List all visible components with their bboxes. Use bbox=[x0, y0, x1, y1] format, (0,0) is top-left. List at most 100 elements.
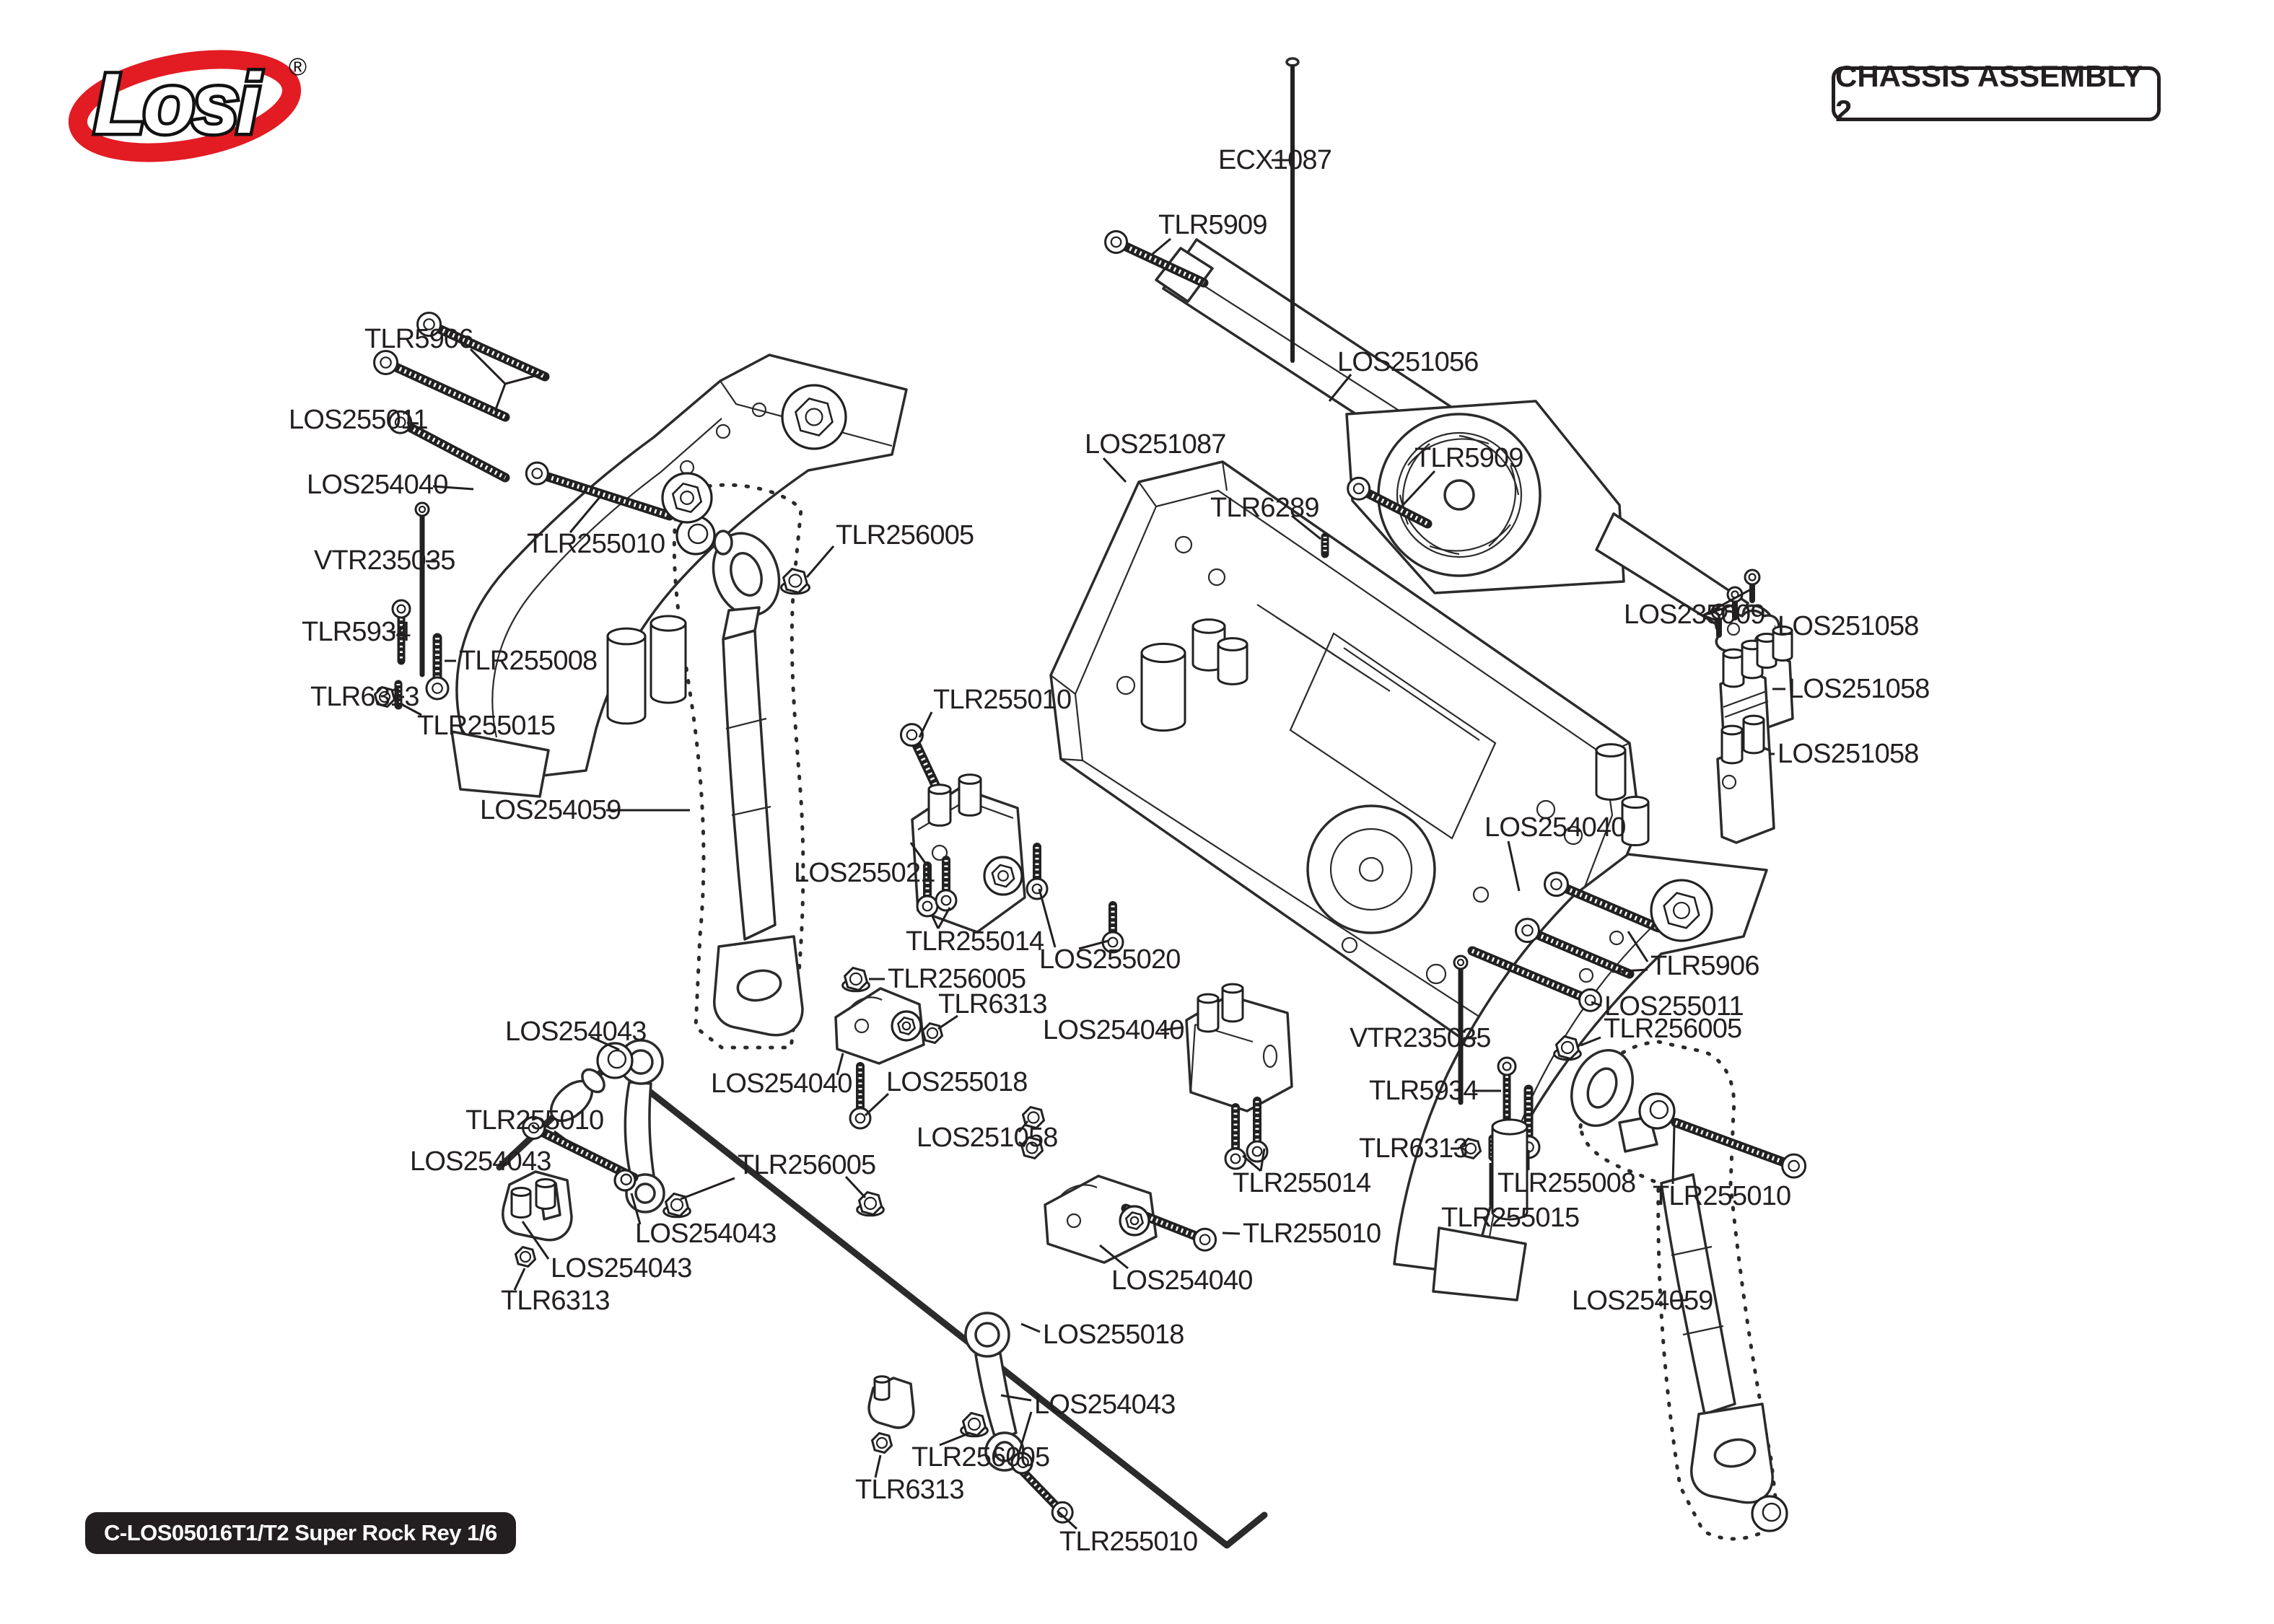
screw-head bbox=[1104, 229, 1129, 254]
logo-swoosh bbox=[68, 50, 302, 162]
part-label: LOS235009 bbox=[1624, 600, 1765, 630]
screw bbox=[909, 734, 940, 790]
hex-socket bbox=[1663, 892, 1700, 929]
leader-line bbox=[1671, 1299, 1688, 1302]
leader-line bbox=[590, 1035, 620, 1051]
leader-line bbox=[836, 1053, 844, 1076]
hex-socket bbox=[1119, 1205, 1150, 1237]
hex-socket bbox=[997, 870, 1009, 882]
screw-head bbox=[1199, 1234, 1211, 1246]
standoff-post bbox=[1722, 652, 1745, 688]
part-label: LOS255018 bbox=[886, 1067, 1028, 1097]
screw-head bbox=[1453, 954, 1469, 970]
locknut bbox=[1464, 1142, 1477, 1155]
pivot-ball bbox=[1017, 1456, 1029, 1469]
leader-line bbox=[918, 711, 933, 738]
screw bbox=[1361, 488, 1429, 526]
screw-head bbox=[906, 729, 918, 741]
screw-head bbox=[418, 505, 427, 514]
part-label: LOS254040 bbox=[1043, 1015, 1184, 1045]
screw-head bbox=[391, 599, 411, 619]
leader-line bbox=[1078, 939, 1109, 950]
screw bbox=[399, 419, 510, 483]
part-label: LOS254043 bbox=[635, 1219, 777, 1249]
leader-line bbox=[1018, 1120, 1029, 1133]
rod-mount-clamp-right-drawing bbox=[1044, 1175, 1158, 1264]
screw-head bbox=[922, 900, 933, 912]
part-label: LOS251058 bbox=[1777, 739, 1919, 769]
part-label: LOS254059 bbox=[480, 795, 621, 825]
screw-head bbox=[1031, 883, 1043, 895]
hex-socket bbox=[805, 408, 823, 426]
hex-socket bbox=[795, 398, 834, 436]
leader-line bbox=[1242, 1154, 1261, 1172]
sway-bar-link-left-drawing bbox=[618, 1039, 665, 1213]
leader-line bbox=[432, 485, 474, 491]
leader-line bbox=[1507, 840, 1521, 892]
chassis-brace-left-drawing bbox=[672, 483, 805, 1050]
leader-line bbox=[401, 703, 422, 716]
screw-head bbox=[531, 468, 543, 480]
leader-line bbox=[1222, 1232, 1241, 1235]
part-label: LOS254043 bbox=[1034, 1390, 1176, 1420]
locknut bbox=[373, 685, 396, 708]
standoff-post bbox=[1621, 795, 1650, 809]
screw-head bbox=[425, 676, 450, 701]
locknut bbox=[843, 966, 869, 992]
standoff-post bbox=[1491, 1118, 1529, 1136]
part-label: TLR5906 bbox=[1650, 951, 1760, 981]
logo-wordmark: Losi bbox=[94, 56, 262, 152]
screw-head bbox=[1026, 877, 1049, 900]
part-label: TLR255010 bbox=[465, 1105, 604, 1136]
leader-line bbox=[1018, 1141, 1026, 1148]
screw-head bbox=[1497, 1056, 1517, 1076]
locknut bbox=[782, 567, 809, 594]
part-label: TLR256005 bbox=[1604, 1014, 1742, 1044]
pivot-ball bbox=[687, 523, 709, 545]
pivot-ball bbox=[1751, 1495, 1788, 1532]
part-label: TLR256005 bbox=[738, 1150, 876, 1180]
leader-line bbox=[909, 842, 927, 864]
part-label: TLR5934 bbox=[302, 617, 411, 647]
leader-line bbox=[1102, 457, 1127, 483]
part-label: VTR235035 bbox=[314, 545, 455, 576]
part-label: TLR5906 bbox=[364, 324, 474, 354]
locknut bbox=[788, 574, 803, 588]
part-label: TLR255010 bbox=[527, 529, 665, 559]
hex-socket bbox=[1124, 1211, 1145, 1231]
standoff-post bbox=[1722, 648, 1745, 659]
part-label: TLR6313 bbox=[938, 989, 1048, 1019]
part-label: TLR255008 bbox=[459, 646, 598, 676]
standoff-post bbox=[873, 1375, 891, 1384]
screw-head bbox=[1744, 569, 1761, 586]
screw-head bbox=[373, 350, 399, 376]
sway-bar-drawing bbox=[496, 1058, 1268, 1549]
hex-socket bbox=[991, 864, 1015, 888]
part-label: LOS254043 bbox=[505, 1017, 647, 1047]
screw-head bbox=[849, 1107, 872, 1130]
standoff-post bbox=[510, 1187, 532, 1197]
pivot-ball bbox=[607, 1049, 627, 1069]
locknut bbox=[514, 1245, 537, 1268]
part-label: TLR5909 bbox=[1414, 443, 1524, 473]
standoff-post bbox=[1191, 618, 1226, 634]
part-label: TLR255010 bbox=[933, 685, 1072, 715]
standoff-post bbox=[873, 1378, 891, 1401]
standoff-post bbox=[510, 1190, 532, 1219]
hex-socket bbox=[891, 1010, 922, 1042]
rod-mount-clamp-center-drawing bbox=[834, 987, 925, 1065]
part-label: TLR6313 bbox=[855, 1475, 965, 1505]
part-label: TLR255008 bbox=[1497, 1168, 1636, 1198]
part-label: LOS254040 bbox=[1484, 812, 1626, 843]
sheet-code: C-LOS05016T1/T2 Super Rock Rey 1/6 bbox=[104, 1520, 497, 1545]
screw-head bbox=[1578, 988, 1603, 1012]
leader-line bbox=[630, 1193, 642, 1225]
locknut bbox=[1021, 1105, 1046, 1130]
leader-line bbox=[1401, 470, 1436, 506]
leader-line bbox=[1099, 1244, 1129, 1270]
part-label: TLR5934 bbox=[1369, 1076, 1479, 1106]
part-label: TLR256005 bbox=[888, 964, 1026, 994]
leader-line bbox=[939, 1432, 969, 1447]
pivot-ball bbox=[1762, 1502, 1782, 1522]
